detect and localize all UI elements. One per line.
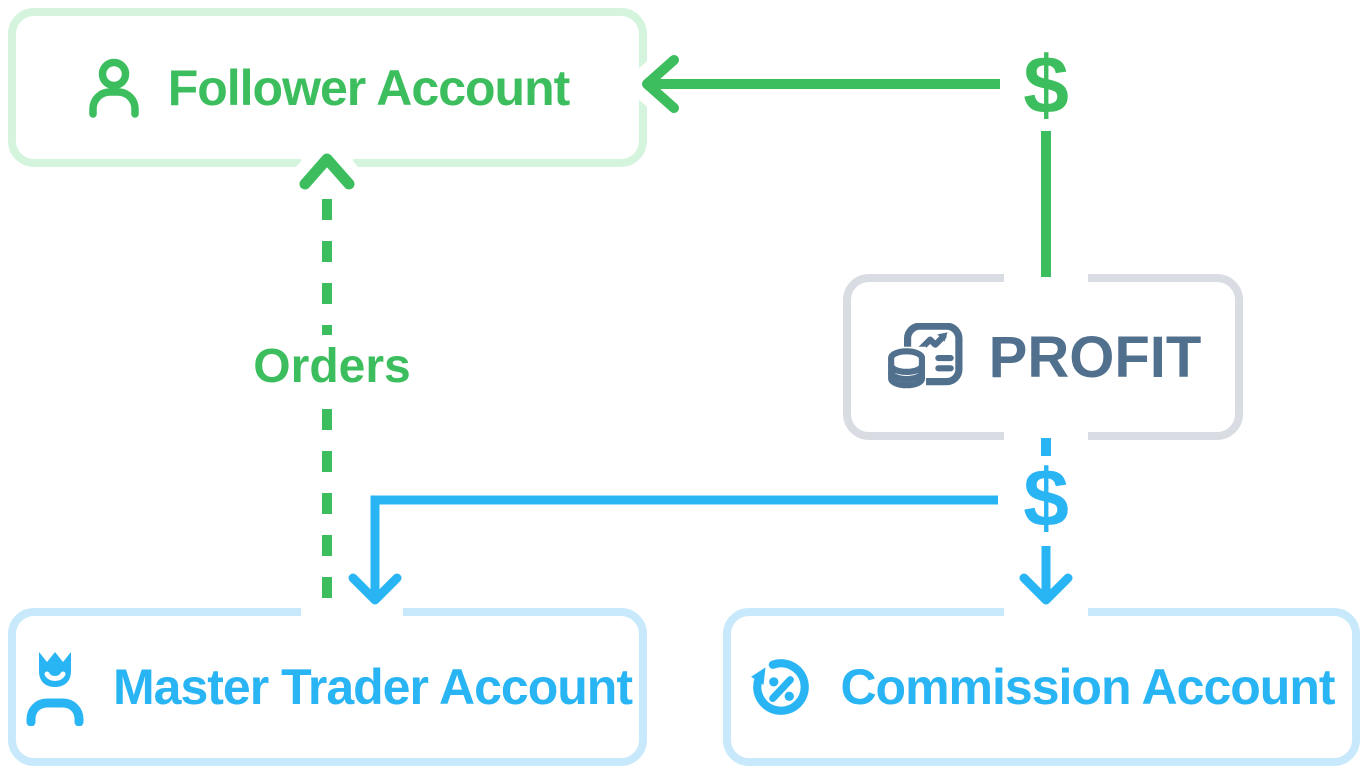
follower-account-label: Follower Account [167, 59, 571, 116]
commission-rotate-icon [748, 654, 814, 720]
user-icon [86, 57, 142, 119]
profit-dollar-blue-label: $ [1023, 453, 1069, 544]
master-trader-account-node: Master Trader Account [8, 608, 647, 766]
commission-account-node: Commission Account [723, 608, 1360, 766]
master-trader-account-label: Master Trader Account [113, 659, 633, 715]
profit-label: PROFIT [988, 324, 1202, 390]
commission-account-label: Commission Account [840, 659, 1335, 715]
profit-report-icon [885, 323, 963, 391]
profit-to-master-arrow [348, 438, 1051, 605]
profit-node: PROFIT [843, 274, 1243, 440]
master-crown-icon [23, 648, 87, 726]
orders-label: Orders [241, 335, 423, 399]
profit-to-follower-arrow [642, 55, 1051, 277]
profit-to-commission-arrow [1019, 546, 1073, 605]
profit-dollar-green-label: $ [1023, 40, 1069, 131]
follower-account-node: Follower Account [8, 8, 647, 167]
